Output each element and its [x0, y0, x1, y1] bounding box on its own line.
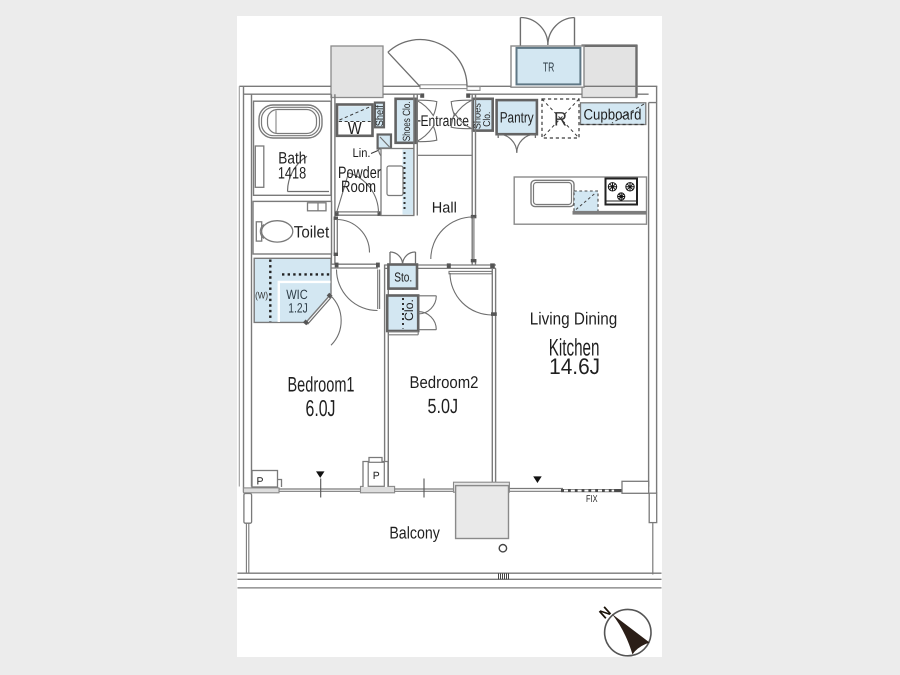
svg-text:Kitchen: Kitchen	[549, 335, 600, 362]
svg-text:Bath: Bath	[278, 150, 306, 168]
svg-text:1418: 1418	[278, 164, 306, 182]
svg-text:P: P	[373, 470, 380, 482]
svg-text:(W): (W)	[255, 291, 268, 302]
svg-text:Bedroom2: Bedroom2	[410, 373, 479, 392]
svg-text:5.0J: 5.0J	[428, 395, 459, 418]
svg-text:Entrance: Entrance	[420, 113, 469, 130]
svg-text:Clo.: Clo.	[402, 299, 416, 321]
svg-text:TR: TR	[543, 59, 555, 74]
svg-text:Lin.: Lin.	[353, 146, 371, 160]
svg-text:6.0J: 6.0J	[306, 395, 336, 421]
svg-text:Clo.: Clo.	[482, 112, 493, 127]
svg-text:Powder: Powder	[338, 164, 381, 182]
svg-text:Toilet: Toilet	[294, 223, 330, 241]
svg-text:Shoes Clo.: Shoes Clo.	[401, 101, 413, 141]
svg-text:Hall: Hall	[432, 200, 457, 217]
svg-text:Cupboard: Cupboard	[584, 106, 642, 123]
svg-text:FIX: FIX	[586, 494, 598, 505]
svg-text:Pantry: Pantry	[500, 110, 534, 127]
svg-text:P: P	[257, 476, 264, 488]
svg-text:R: R	[554, 109, 567, 131]
svg-text:14.6J: 14.6J	[549, 354, 600, 379]
svg-text:Balcony: Balcony	[389, 524, 440, 543]
svg-text:Bedroom1: Bedroom1	[288, 374, 355, 397]
svg-text:WIC: WIC	[286, 287, 308, 302]
svg-text:Shoes: Shoes	[473, 103, 484, 129]
svg-text:Sto.: Sto.	[394, 270, 412, 285]
svg-text:Shelf: Shelf	[374, 105, 386, 126]
svg-text:Room: Room	[341, 178, 376, 196]
svg-text:1.2J: 1.2J	[288, 301, 308, 316]
svg-text:W: W	[348, 118, 362, 138]
svg-text:Living Dining: Living Dining	[530, 309, 618, 329]
